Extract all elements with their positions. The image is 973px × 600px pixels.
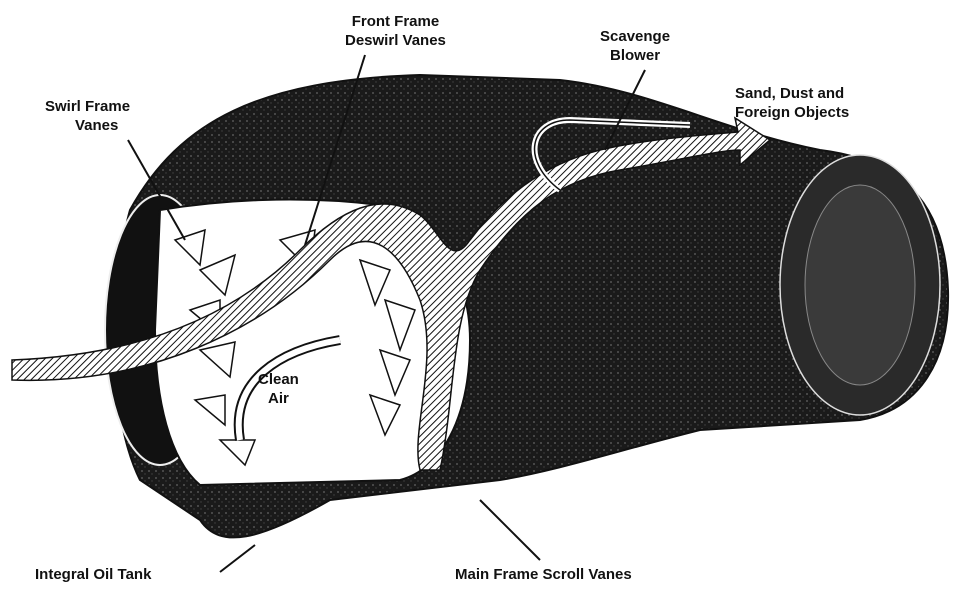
- label-front-frame-deswirl-vanes: Front Frame Deswirl Vanes: [345, 12, 446, 50]
- label-line: Deswirl Vanes: [345, 32, 446, 49]
- label-line: Front Frame: [351, 13, 440, 30]
- label-line: Blower: [610, 47, 661, 64]
- label-swirl-frame-vanes: Swirl Frame Vanes: [45, 97, 130, 135]
- label-line: Scavenge: [600, 28, 671, 45]
- label-clean-air: Clean Air: [258, 370, 299, 408]
- label-integral-oil-tank: Integral Oil Tank: [35, 566, 152, 583]
- label-line: Foreign Objects: [735, 104, 850, 121]
- label-sand-dust-foreign-objects: Sand, Dust and Foreign Objects: [735, 84, 849, 122]
- label-scavenge-blower: Scavenge Blower: [600, 27, 670, 65]
- label-line: Air: [268, 390, 289, 407]
- label-line: Sand, Dust and: [735, 85, 845, 102]
- dirty-air-arrow: [11, 116, 772, 471]
- label-line: Clean: [258, 371, 299, 388]
- label-main-frame-scroll-vanes: Main Frame Scroll Vanes: [455, 566, 632, 583]
- leader-lines: [127, 54, 646, 573]
- label-line: Swirl Frame: [45, 98, 131, 115]
- label-line: Vanes: [75, 117, 119, 134]
